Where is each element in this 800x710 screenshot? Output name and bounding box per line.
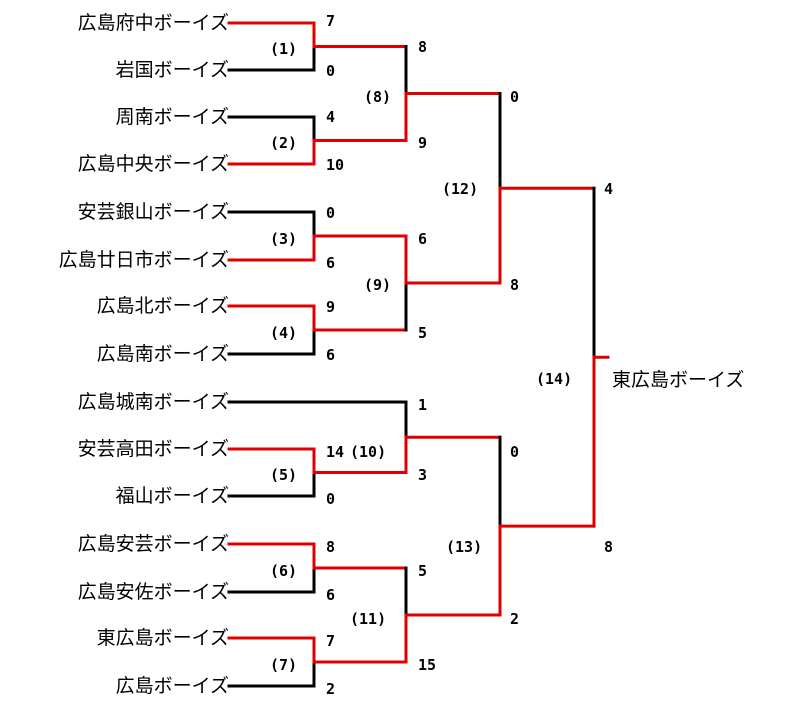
match-2-bottom-line (227, 139, 316, 166)
score-m12-bottom: 8 (510, 276, 520, 294)
team-hiroshima-minami: 広島南ボーイズ (96, 343, 229, 365)
score-m4-bottom: 6 (326, 346, 336, 364)
match-1-top-line (227, 21, 316, 48)
match-4-top-line (227, 304, 316, 332)
match-3-bottom-line (227, 234, 316, 262)
team-hiroshima-jonan: 広島城南ボーイズ (77, 391, 229, 413)
match-label-5: (5) (270, 466, 298, 484)
match-10-top-line (227, 400, 408, 439)
match-4-bottom-line (227, 328, 316, 356)
match-1-bottom-line (227, 45, 316, 72)
match-5-top-line (227, 447, 316, 474)
score-m12-top: 0 (510, 88, 520, 106)
score-m1-top: 7 (326, 12, 336, 30)
team-iwakuni: 岩国ボーイズ (115, 59, 229, 81)
score-m11-bottom: 15 (418, 656, 437, 674)
score-m5-bottom: 0 (326, 490, 336, 508)
score-m2-bottom: 10 (326, 156, 345, 174)
match-label-12: (12) (442, 180, 479, 198)
match-7-top-line (227, 636, 316, 664)
score-m10-top: 1 (418, 396, 428, 414)
score-m5-top: 14 (326, 443, 345, 461)
match-label-7: (7) (270, 656, 298, 674)
score-m14-bottom: 8 (604, 538, 614, 556)
match-5-bottom-line (227, 471, 316, 498)
score-m11-top: 5 (418, 562, 428, 580)
champion: 東広島ボーイズ (612, 369, 745, 391)
score-m13-top: 0 (510, 443, 520, 461)
match-3-top-line (227, 210, 316, 238)
score-m10-bottom: 3 (418, 466, 428, 484)
match-label-11: (11) (350, 610, 387, 628)
match-label-6: (6) (270, 562, 298, 580)
score-m9-bottom: 5 (418, 324, 428, 342)
match-label-8: (8) (364, 88, 392, 106)
score-m2-top: 4 (326, 108, 336, 126)
team-aki-takata: 安芸高田ボーイズ (77, 438, 229, 460)
team-hiroshima: 広島ボーイズ (115, 675, 229, 697)
score-m14-top: 4 (604, 180, 614, 198)
score-m7-bottom: 2 (326, 680, 336, 698)
match-6-top-line (227, 542, 316, 570)
team-aki-ginzan: 安芸銀山ボーイズ (77, 201, 229, 223)
match-2-top-line (227, 115, 316, 142)
score-m6-top: 8 (326, 538, 336, 556)
team-higashi-hiroshima: 東広島ボーイズ (96, 627, 229, 649)
score-m8-top: 8 (418, 38, 428, 56)
match-label-10: (10) (350, 443, 387, 461)
score-m13-bottom: 2 (510, 610, 520, 628)
score-m7-top: 7 (326, 632, 336, 650)
score-m3-top: 0 (326, 204, 336, 222)
match-label-9: (9) (364, 276, 392, 294)
score-m4-top: 9 (326, 298, 336, 316)
score-m3-bottom: 6 (326, 254, 336, 272)
score-m1-bottom: 0 (326, 62, 336, 80)
team-hiroshima-fuchu: 広島府中ボーイズ (77, 12, 229, 34)
team-hiroshima-asa: 広島安佐ボーイズ (77, 581, 229, 603)
match-label-4: (4) (270, 324, 298, 342)
team-hiroshima-aki: 広島安芸ボーイズ (77, 533, 229, 555)
match-label-13: (13) (446, 538, 483, 556)
match-6-bottom-line (227, 566, 316, 594)
match-label-14: (14) (536, 370, 573, 388)
team-hiroshima-kita: 広島北ボーイズ (96, 295, 229, 317)
team-fukuyama: 福山ボーイズ (115, 485, 229, 507)
match-label-1: (1) (270, 40, 298, 58)
score-m9-top: 6 (418, 230, 428, 248)
team-hiroshima-chuo: 広島中央ボーイズ (77, 153, 229, 175)
match-label-2: (2) (270, 134, 298, 152)
score-m6-bottom: 6 (326, 586, 336, 604)
team-shunan: 周南ボーイズ (115, 106, 229, 128)
match-7-bottom-line (227, 660, 316, 688)
score-m8-bottom: 9 (418, 134, 428, 152)
team-hiroshima-hatsukaichi: 広島廿日市ボーイズ (58, 249, 229, 271)
match-label-3: (3) (270, 230, 298, 248)
